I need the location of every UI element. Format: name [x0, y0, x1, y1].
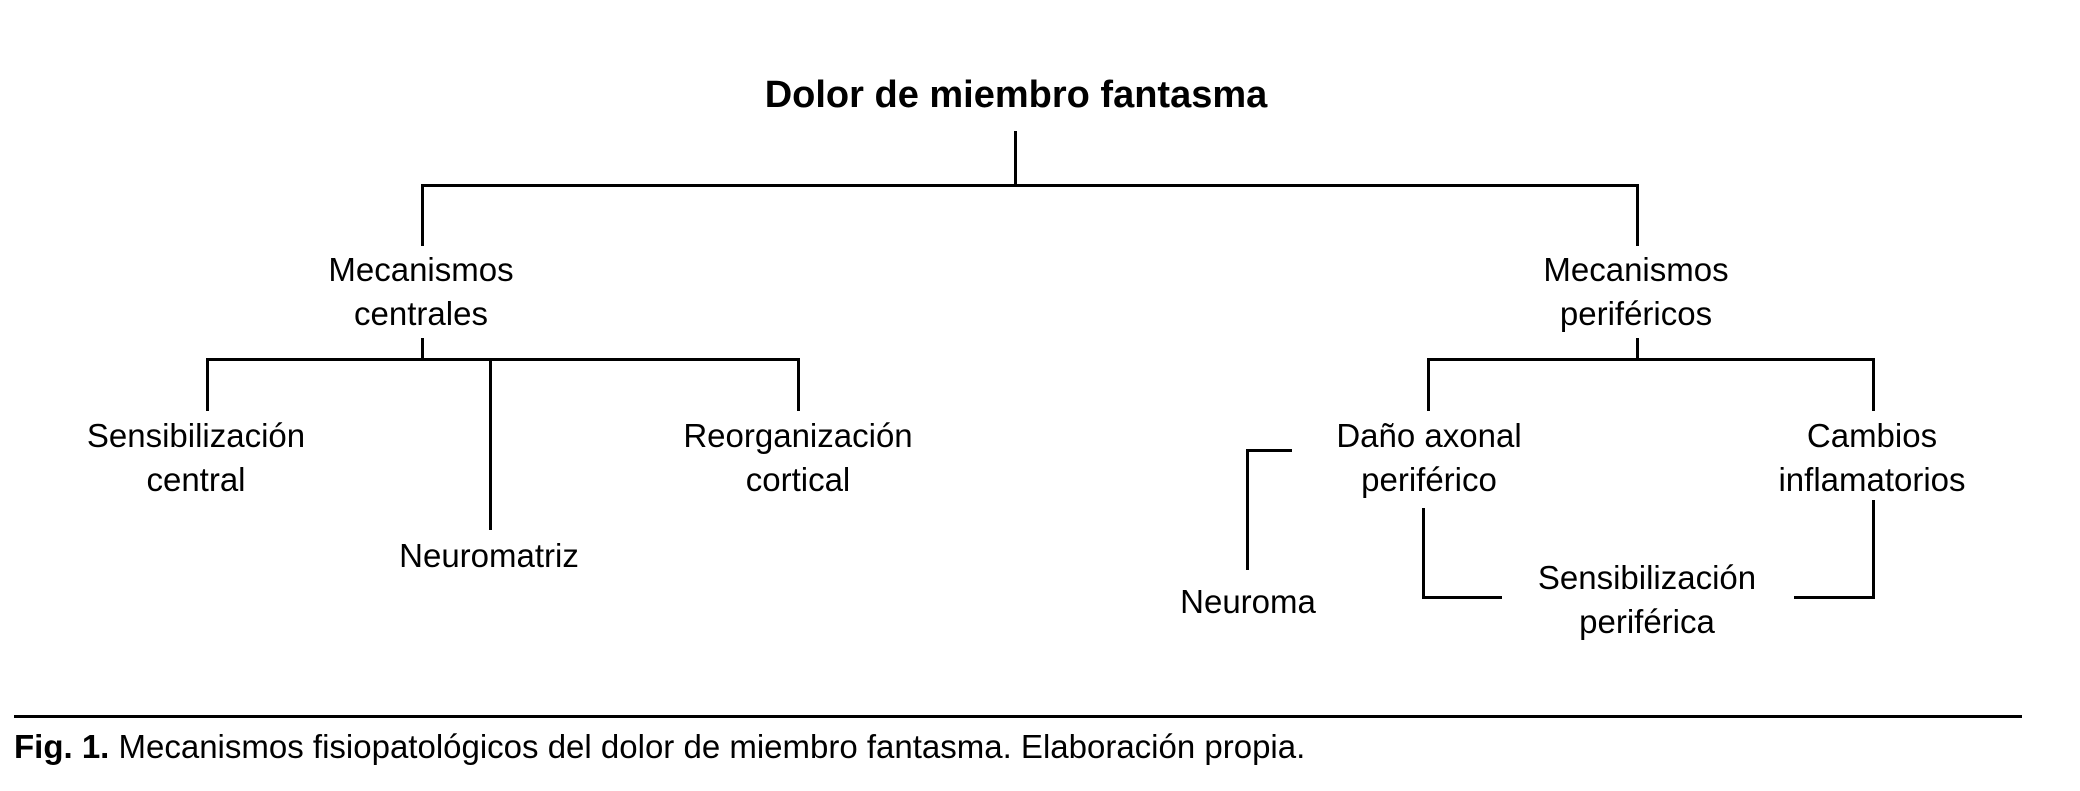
node-neuroma: Neuroma [1180, 580, 1316, 624]
connector-dano-down-horizontal [1422, 596, 1502, 599]
node-label-line: Neuromatriz [399, 537, 579, 574]
node-label-line: central [146, 461, 246, 498]
caption-text: Mecanismos fisiopatológicos del dolor de… [109, 728, 1306, 765]
node-cambios-inflamatorios: Cambios inflamatorios [1778, 414, 1965, 502]
connector-centrales-stub [421, 338, 424, 360]
connector-drop-perifericos [1636, 184, 1639, 246]
connector-drop-cambios [1872, 358, 1875, 411]
node-label-line: inflamatorios [1778, 461, 1966, 498]
connector-title-stub [1014, 131, 1017, 185]
node-label-line: Sensibilización [86, 417, 306, 454]
node-sensibilizacion-central: Sensibilización central [87, 414, 305, 502]
node-label-line: Mecanismos [1543, 251, 1729, 288]
connector-level1-horizontal [421, 184, 1639, 187]
node-label-line: periféricos [1559, 295, 1713, 332]
connector-drop-dano-axonal [1427, 358, 1430, 411]
connector-neuroma-elbow-vertical [1246, 449, 1249, 570]
node-label-line: Reorganización [683, 417, 913, 454]
node-sensibilizacion-periferica: Sensibilización periférica [1538, 556, 1756, 644]
node-reorganizacion-cortical: Reorganización cortical [683, 414, 912, 502]
node-label-line: Cambios [1806, 417, 1938, 454]
connector-drop-reorganizacion [797, 358, 800, 411]
node-dano-axonal-periferico: Daño axonal periférico [1336, 414, 1521, 502]
node-label-line: Neuroma [1180, 583, 1316, 620]
node-mecanismos-perifericos: Mecanismos periféricos [1543, 248, 1728, 336]
node-neuromatriz: Neuromatriz [399, 534, 579, 578]
caption-rule [14, 715, 2022, 718]
connector-perifericos-stub [1636, 338, 1639, 360]
connector-centrales-horizontal [206, 358, 800, 361]
node-mecanismos-centrales: Mecanismos centrales [328, 248, 513, 336]
node-label-line: Mecanismos [328, 251, 514, 288]
diagram-root-title: Dolor de miembro fantasma [764, 74, 1268, 116]
node-label-line: Daño axonal [1336, 417, 1522, 454]
connector-drop-centrales [421, 184, 424, 246]
connector-cambios-down-horizontal [1794, 596, 1875, 599]
connector-neuroma-elbow-horizontal [1246, 449, 1292, 452]
node-label-line: cortical [745, 461, 851, 498]
caption-figure-number: Fig. 1. [14, 728, 110, 765]
figure-caption: Fig. 1. Mecanismos fisiopatológicos del … [14, 728, 1305, 766]
node-label-line: centrales [354, 295, 488, 332]
node-label-line: periférica [1579, 603, 1715, 640]
connector-perifericos-horizontal [1427, 358, 1875, 361]
node-label-line: periférico [1361, 461, 1497, 498]
connector-cambios-down-vertical [1872, 500, 1875, 599]
connector-dano-down-vertical [1422, 508, 1425, 599]
connector-drop-neuromatriz [489, 358, 492, 530]
node-label-line: Sensibilización [1537, 559, 1757, 596]
connector-drop-sensibilizacion-central [206, 358, 209, 411]
